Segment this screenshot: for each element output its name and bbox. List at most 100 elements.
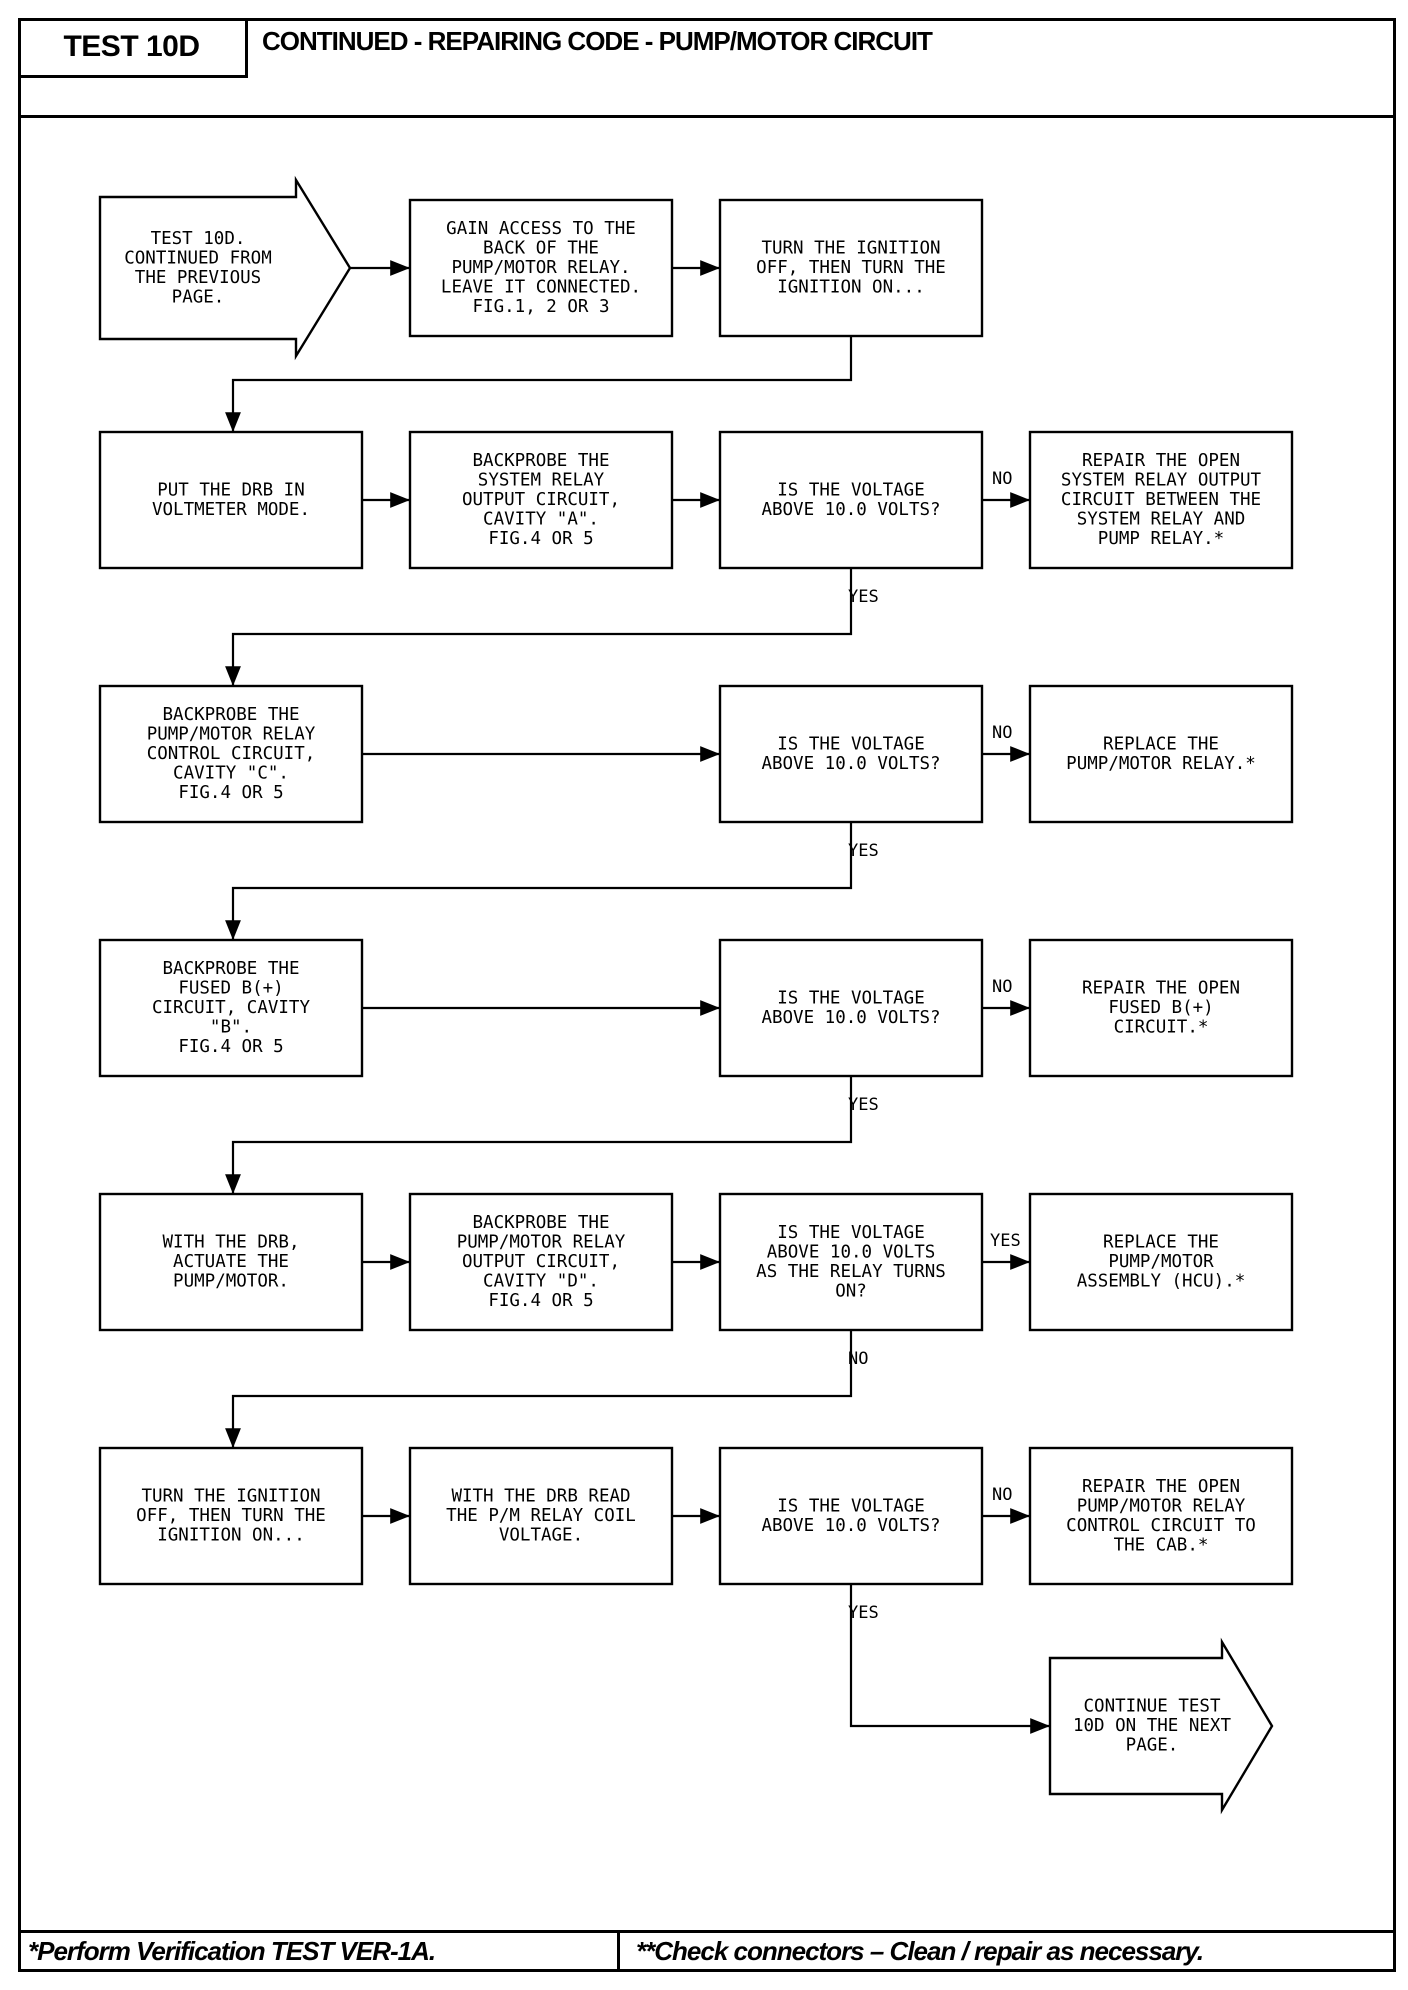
decision-box-2 <box>718 684 984 824</box>
decision-box-1 <box>718 430 984 570</box>
probe-cavity-d-box-line: OUTPUT CIRCUIT, <box>462 1252 620 1272</box>
read-coil-voltage-box-line: WITH THE DRB READ <box>451 1487 630 1507</box>
footnote-verification: *Perform Verification TEST VER-1A. <box>28 1936 436 1966</box>
repair-system-relay-box-line: SYSTEM RELAY AND <box>1077 510 1246 530</box>
probe-cavity-a-box-line: BACKPROBE THE <box>473 451 610 471</box>
probe-cavity-b-box-line: "B". <box>210 1018 252 1038</box>
probe-cavity-a-box-line: OUTPUT CIRCUIT, <box>462 490 620 510</box>
branch-label-q2-no: NO <box>992 723 1012 743</box>
probe-cavity-c-box-line: BACKPROBE THE <box>163 705 300 725</box>
probe-cavity-a-box-line: SYSTEM RELAY <box>478 471 605 491</box>
read-coil-voltage-box <box>408 1446 674 1586</box>
page-title: CONTINUED - REPAIRING CODE - PUMP/MOTOR … <box>262 26 933 56</box>
repair-fused-b-box <box>1028 938 1294 1078</box>
page-border <box>18 18 1396 1972</box>
ignition-cycle-2-box-line: OFF, THEN TURN THE <box>136 1506 326 1526</box>
probe-cavity-b-box-line: BACKPROBE THE <box>163 959 300 979</box>
start-arrow-shape-line: CONTINUED FROM <box>124 248 272 268</box>
repair-system-relay-box-line: SYSTEM RELAY OUTPUT <box>1061 471 1262 491</box>
repair-control-circuit-box <box>1028 1446 1294 1586</box>
decision-box-5-line: ABOVE 10.0 VOLTS? <box>761 1516 940 1536</box>
decision-box-4-line: AS THE RELAY TURNS <box>756 1262 946 1282</box>
branch-label-q1-no: NO <box>992 469 1012 489</box>
q1-yes-path <box>225 568 853 686</box>
repair-control-circuit-box-line: CONTROL CIRCUIT TO <box>1066 1516 1256 1536</box>
footer-divider <box>617 1930 620 1972</box>
gain-access-box-line: BACK OF THE <box>483 239 599 259</box>
branch-label-q4-no: NO <box>848 1349 868 1369</box>
end-arrow-shape-line: 10D ON THE NEXT <box>1073 1716 1232 1736</box>
repair-system-relay-box-line: CIRCUIT BETWEEN THE <box>1061 490 1261 510</box>
decision-box-2-line: ABOVE 10.0 VOLTS? <box>761 754 940 774</box>
decision-box-4-line: ON? <box>835 1281 867 1301</box>
decision-box-5 <box>718 1446 984 1586</box>
footnote-connectors: **Check connectors – Clean / repair as n… <box>636 1936 1204 1966</box>
repair-system-relay-box-line: REPAIR THE OPEN <box>1082 451 1240 471</box>
drb-voltmeter-box <box>98 430 364 570</box>
branch-label-q5-no: NO <box>992 1485 1012 1505</box>
repair-fused-b-box-line: REPAIR THE OPEN <box>1082 979 1240 999</box>
read-coil-voltage-box-line: VOLTAGE. <box>499 1526 583 1546</box>
repair-control-circuit-box-line: PUMP/MOTOR RELAY <box>1077 1496 1246 1516</box>
gain-access-box <box>408 198 674 338</box>
end-arrow-shape-line: CONTINUE TEST <box>1084 1697 1221 1717</box>
drb-voltmeter-box-line: PUT THE DRB IN <box>157 480 305 500</box>
actuate-pump-box <box>98 1192 364 1332</box>
probe-cavity-d-box-line: CAVITY "D". <box>483 1272 599 1292</box>
branch-label-q3-yes: YES <box>848 1095 879 1115</box>
start-arrow-shape-line: TEST 10D. <box>151 229 246 249</box>
probe-cavity-d-box-line: FIG.4 OR 5 <box>488 1291 593 1311</box>
branch-label-q2-yes: YES <box>848 841 879 861</box>
repair-system-relay-box-line: PUMP RELAY.* <box>1098 529 1224 549</box>
probe-cavity-a-box-line: CAVITY "A". <box>483 510 599 530</box>
decision-box-2-line: IS THE VOLTAGE <box>777 734 925 754</box>
replace-hcu-box-line: ASSEMBLY (HCU).* <box>1077 1272 1246 1292</box>
ignition-cycle-box-line: IGNITION ON... <box>777 278 925 298</box>
ignition-cycle-2-box-line: TURN THE IGNITION <box>141 1487 320 1507</box>
q3-yes-path <box>225 1076 853 1194</box>
header-bar <box>18 18 1396 118</box>
decision-box-5-line: IS THE VOLTAGE <box>777 1496 925 1516</box>
decision-box-4 <box>718 1192 984 1332</box>
gain-access-box-line: GAIN ACCESS TO THE <box>446 219 636 239</box>
decision-box-4-line: ABOVE 10.0 VOLTS <box>767 1242 936 1262</box>
probe-cavity-c-box-line: CONTROL CIRCUIT, <box>147 744 316 764</box>
replace-relay-box <box>1028 684 1294 824</box>
end-arrow-shape-line: PAGE. <box>1126 1736 1179 1756</box>
probe-cavity-b-box-line: FIG.4 OR 5 <box>178 1037 283 1057</box>
gain-access-box-line: FIG.1, 2 OR 3 <box>473 297 610 317</box>
test-id-label: TEST 10D <box>18 18 248 78</box>
replace-relay-box-line: REPLACE THE <box>1103 734 1219 754</box>
start-arrow-shape-line: PAGE. <box>172 287 225 307</box>
decision-box-1-line: ABOVE 10.0 VOLTS? <box>761 500 940 520</box>
branch-label-q5-yes: YES <box>848 1603 879 1623</box>
probe-cavity-a-box <box>408 430 674 570</box>
drb-voltmeter-box-line: VOLTMETER MODE. <box>152 500 310 520</box>
probe-cavity-c-box-line: CAVITY "C". <box>173 764 289 784</box>
replace-hcu-box-line: PUMP/MOTOR <box>1108 1252 1214 1272</box>
replace-hcu-box-line: REPLACE THE <box>1103 1233 1219 1253</box>
replace-hcu-box <box>1028 1192 1294 1332</box>
ignition-cycle-box-line: TURN THE IGNITION <box>761 239 940 259</box>
probe-cavity-c-box-line: FIG.4 OR 5 <box>178 783 283 803</box>
probe-cavity-c-box <box>98 684 364 824</box>
q2-yes-path <box>225 822 853 940</box>
probe-cavity-b-box-line: CIRCUIT, CAVITY <box>152 998 311 1018</box>
ignition-cycle-box <box>718 198 984 338</box>
